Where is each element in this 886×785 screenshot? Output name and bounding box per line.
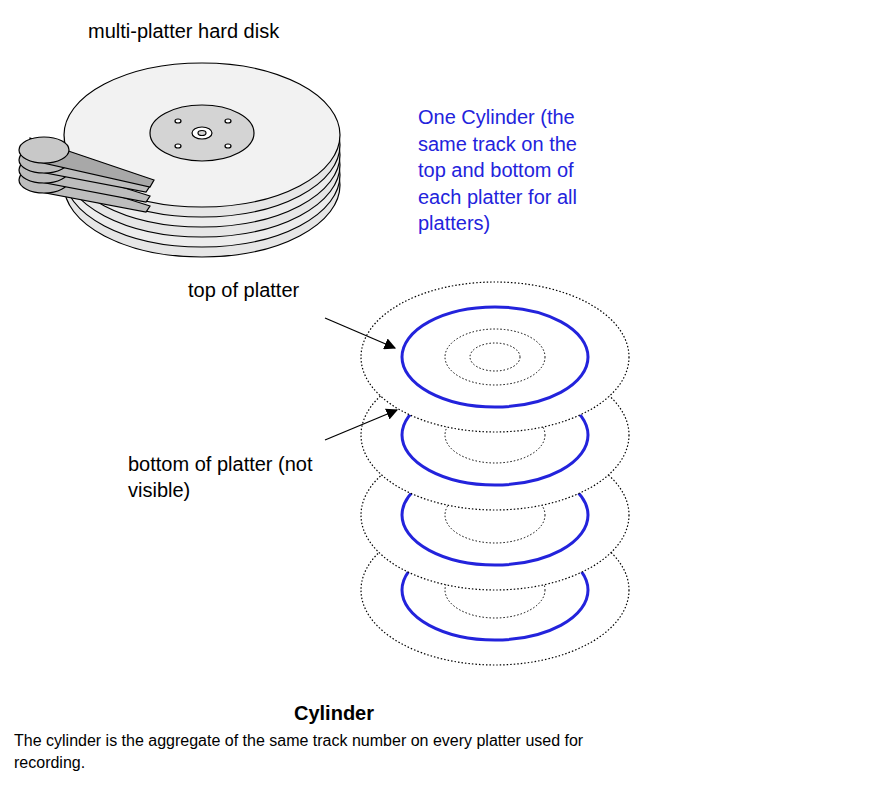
top-label: top of platter xyxy=(188,277,299,303)
platter xyxy=(361,282,629,432)
figure-caption: The cylinder is the aggregate of the sam… xyxy=(14,730,654,774)
bottom-label: bottom of platter (not visible) xyxy=(128,451,313,503)
actuator-arm xyxy=(19,137,154,212)
figure-title: Cylinder xyxy=(0,700,668,726)
cylinder-stack xyxy=(361,282,629,665)
leader-arrow xyxy=(325,318,395,348)
platter-stack xyxy=(64,63,340,257)
leader-arrow xyxy=(325,410,397,440)
cylinder-label: One Cylinder (the same track on the top … xyxy=(418,104,596,237)
disk-label: multi-platter hard disk xyxy=(88,18,279,44)
